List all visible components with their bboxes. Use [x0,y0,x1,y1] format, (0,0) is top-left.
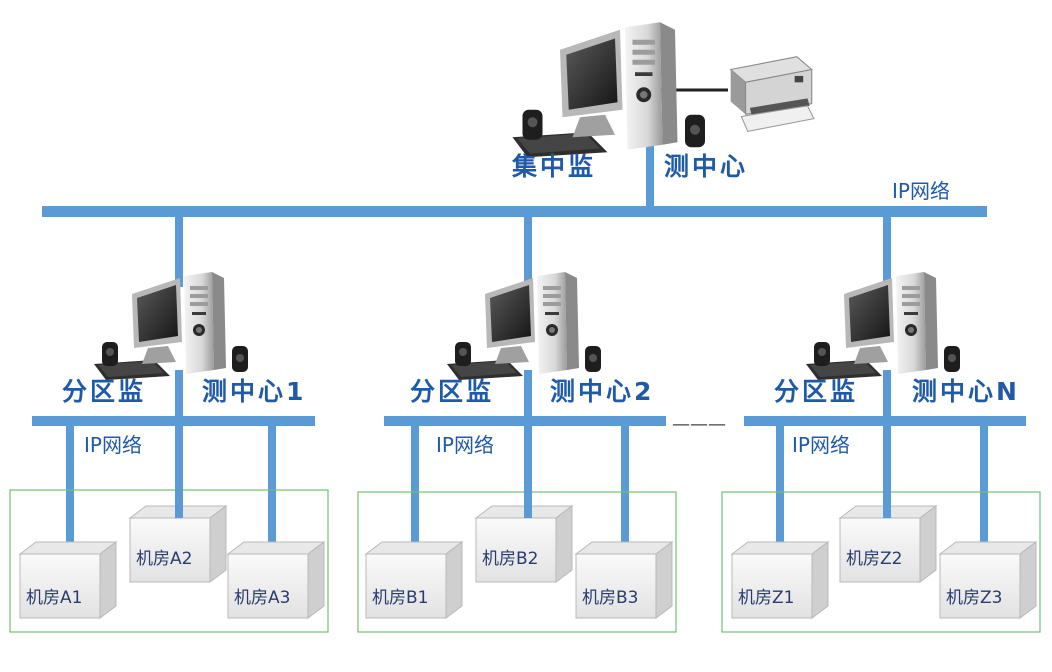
drop-b2-overlay [524,426,532,518]
central-label-left: 集中监 [511,152,596,181]
subcenter-2-label-right: 测中心2 [550,377,654,406]
main-backbone [42,206,987,217]
room-label-b2: 机房B2 [482,549,538,569]
subcenter-1-drop-a1 [66,426,74,552]
subcenter-n-label-left: 分区监 [774,377,858,406]
room-label-a1: 机房A1 [26,588,82,608]
subcenter-1-label-left: 分区监 [62,377,146,406]
drop-subcenter-1 [175,217,183,287]
subcenter-2-workstation-icon [447,272,601,380]
subcenter-1-workstation-icon [94,272,248,380]
subcenter-1-network-label: IP网络 [84,433,142,457]
drop-subcenter-2 [524,217,532,287]
central-label-right: 测中心 [664,152,748,181]
subcenter-2-drop-b1 [411,426,419,552]
subcenter-ellipsis: ——— [672,414,726,435]
room-label-z3: 机房Z3 [946,588,1002,608]
central-uplink [646,128,654,208]
subcenter-n-network-label: IP网络 [792,433,850,457]
room-group-b-border [357,491,677,633]
subcenter-1-label-right: 测中心1 [202,377,306,406]
subcenter-n-label-right: 测中心N [912,377,1020,406]
room-label-a2: 机房A2 [136,549,192,569]
subcenter-2-network-label: IP网络 [436,433,494,457]
drop-subcenter-n [883,217,891,287]
subcenter-1-bus [32,416,315,426]
central-workstation-icon [512,22,705,158]
room-label-b1: 机房B1 [372,588,428,608]
drop-z2-overlay [883,426,891,518]
main-network-label: IP网络 [892,179,950,203]
subcenter-n-drop-z1 [776,426,784,552]
subcenter-2-drop-b3 [621,426,629,552]
subcenter-2-label-left: 分区监 [410,377,494,406]
room-label-a3: 机房A3 [234,588,290,608]
printer-icon [730,56,815,132]
subcenter-n-workstation-icon [806,272,960,380]
subcenter-n-drop-z3 [980,426,988,552]
room-group-z-border [721,491,1041,633]
subcenter-n-bus [744,416,1026,426]
subcenter-1-drop-a3 [268,426,276,552]
drop-a2-overlay [175,426,183,518]
room-group-a-border [9,489,329,633]
room-label-b3: 机房B3 [582,588,638,608]
room-label-z2: 机房Z2 [846,549,902,569]
room-label-z1: 机房Z1 [738,588,794,608]
subcenter-2-bus [384,416,666,426]
